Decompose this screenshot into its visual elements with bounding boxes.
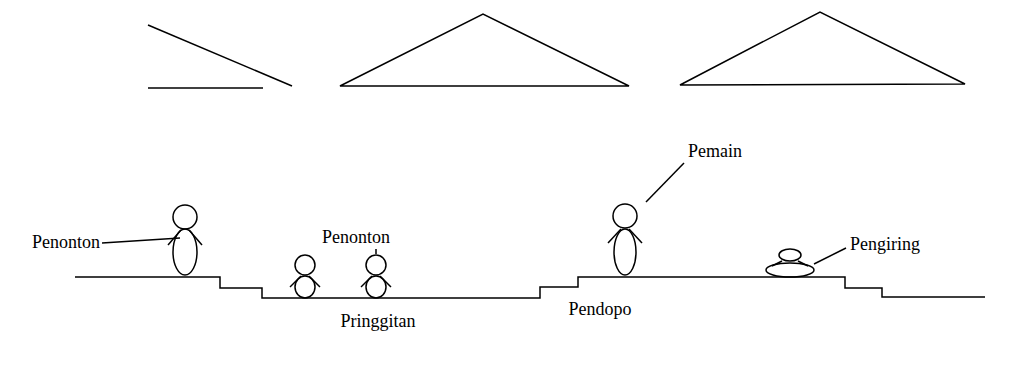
- roof-triangle: [680, 12, 965, 85]
- musician-head: [779, 249, 801, 261]
- role-label: Pemain: [688, 142, 742, 162]
- floor-line: [75, 277, 985, 298]
- leader-line: [375, 249, 377, 254]
- leader-line: [646, 163, 684, 202]
- spectator-head: [366, 255, 386, 275]
- musician-arm: [798, 261, 808, 266]
- area-label: Pringgitan: [341, 312, 416, 332]
- zone-label: Penonton: [322, 228, 390, 248]
- spectator-head: [173, 205, 197, 229]
- roof-line: [148, 87, 263, 89]
- spectator-arm: [380, 276, 391, 287]
- performer-arm: [629, 229, 642, 243]
- roof-line: [148, 25, 292, 86]
- performer-head: [613, 204, 637, 228]
- spectator-arm: [361, 276, 372, 287]
- musician-arm: [772, 261, 782, 266]
- zone-label: Penonton: [32, 233, 100, 253]
- area-label: Pendopo: [569, 300, 632, 320]
- spectator-head: [295, 255, 315, 275]
- roof-triangle: [340, 14, 629, 86]
- leader-line: [814, 248, 846, 264]
- spectator-arm: [309, 276, 320, 287]
- leader-line: [102, 238, 180, 243]
- performer-body: [614, 229, 636, 275]
- role-label: Pengiring: [850, 235, 920, 255]
- spectator-arm: [189, 230, 202, 245]
- performer-arm: [608, 229, 621, 243]
- spectator-arm: [290, 276, 301, 287]
